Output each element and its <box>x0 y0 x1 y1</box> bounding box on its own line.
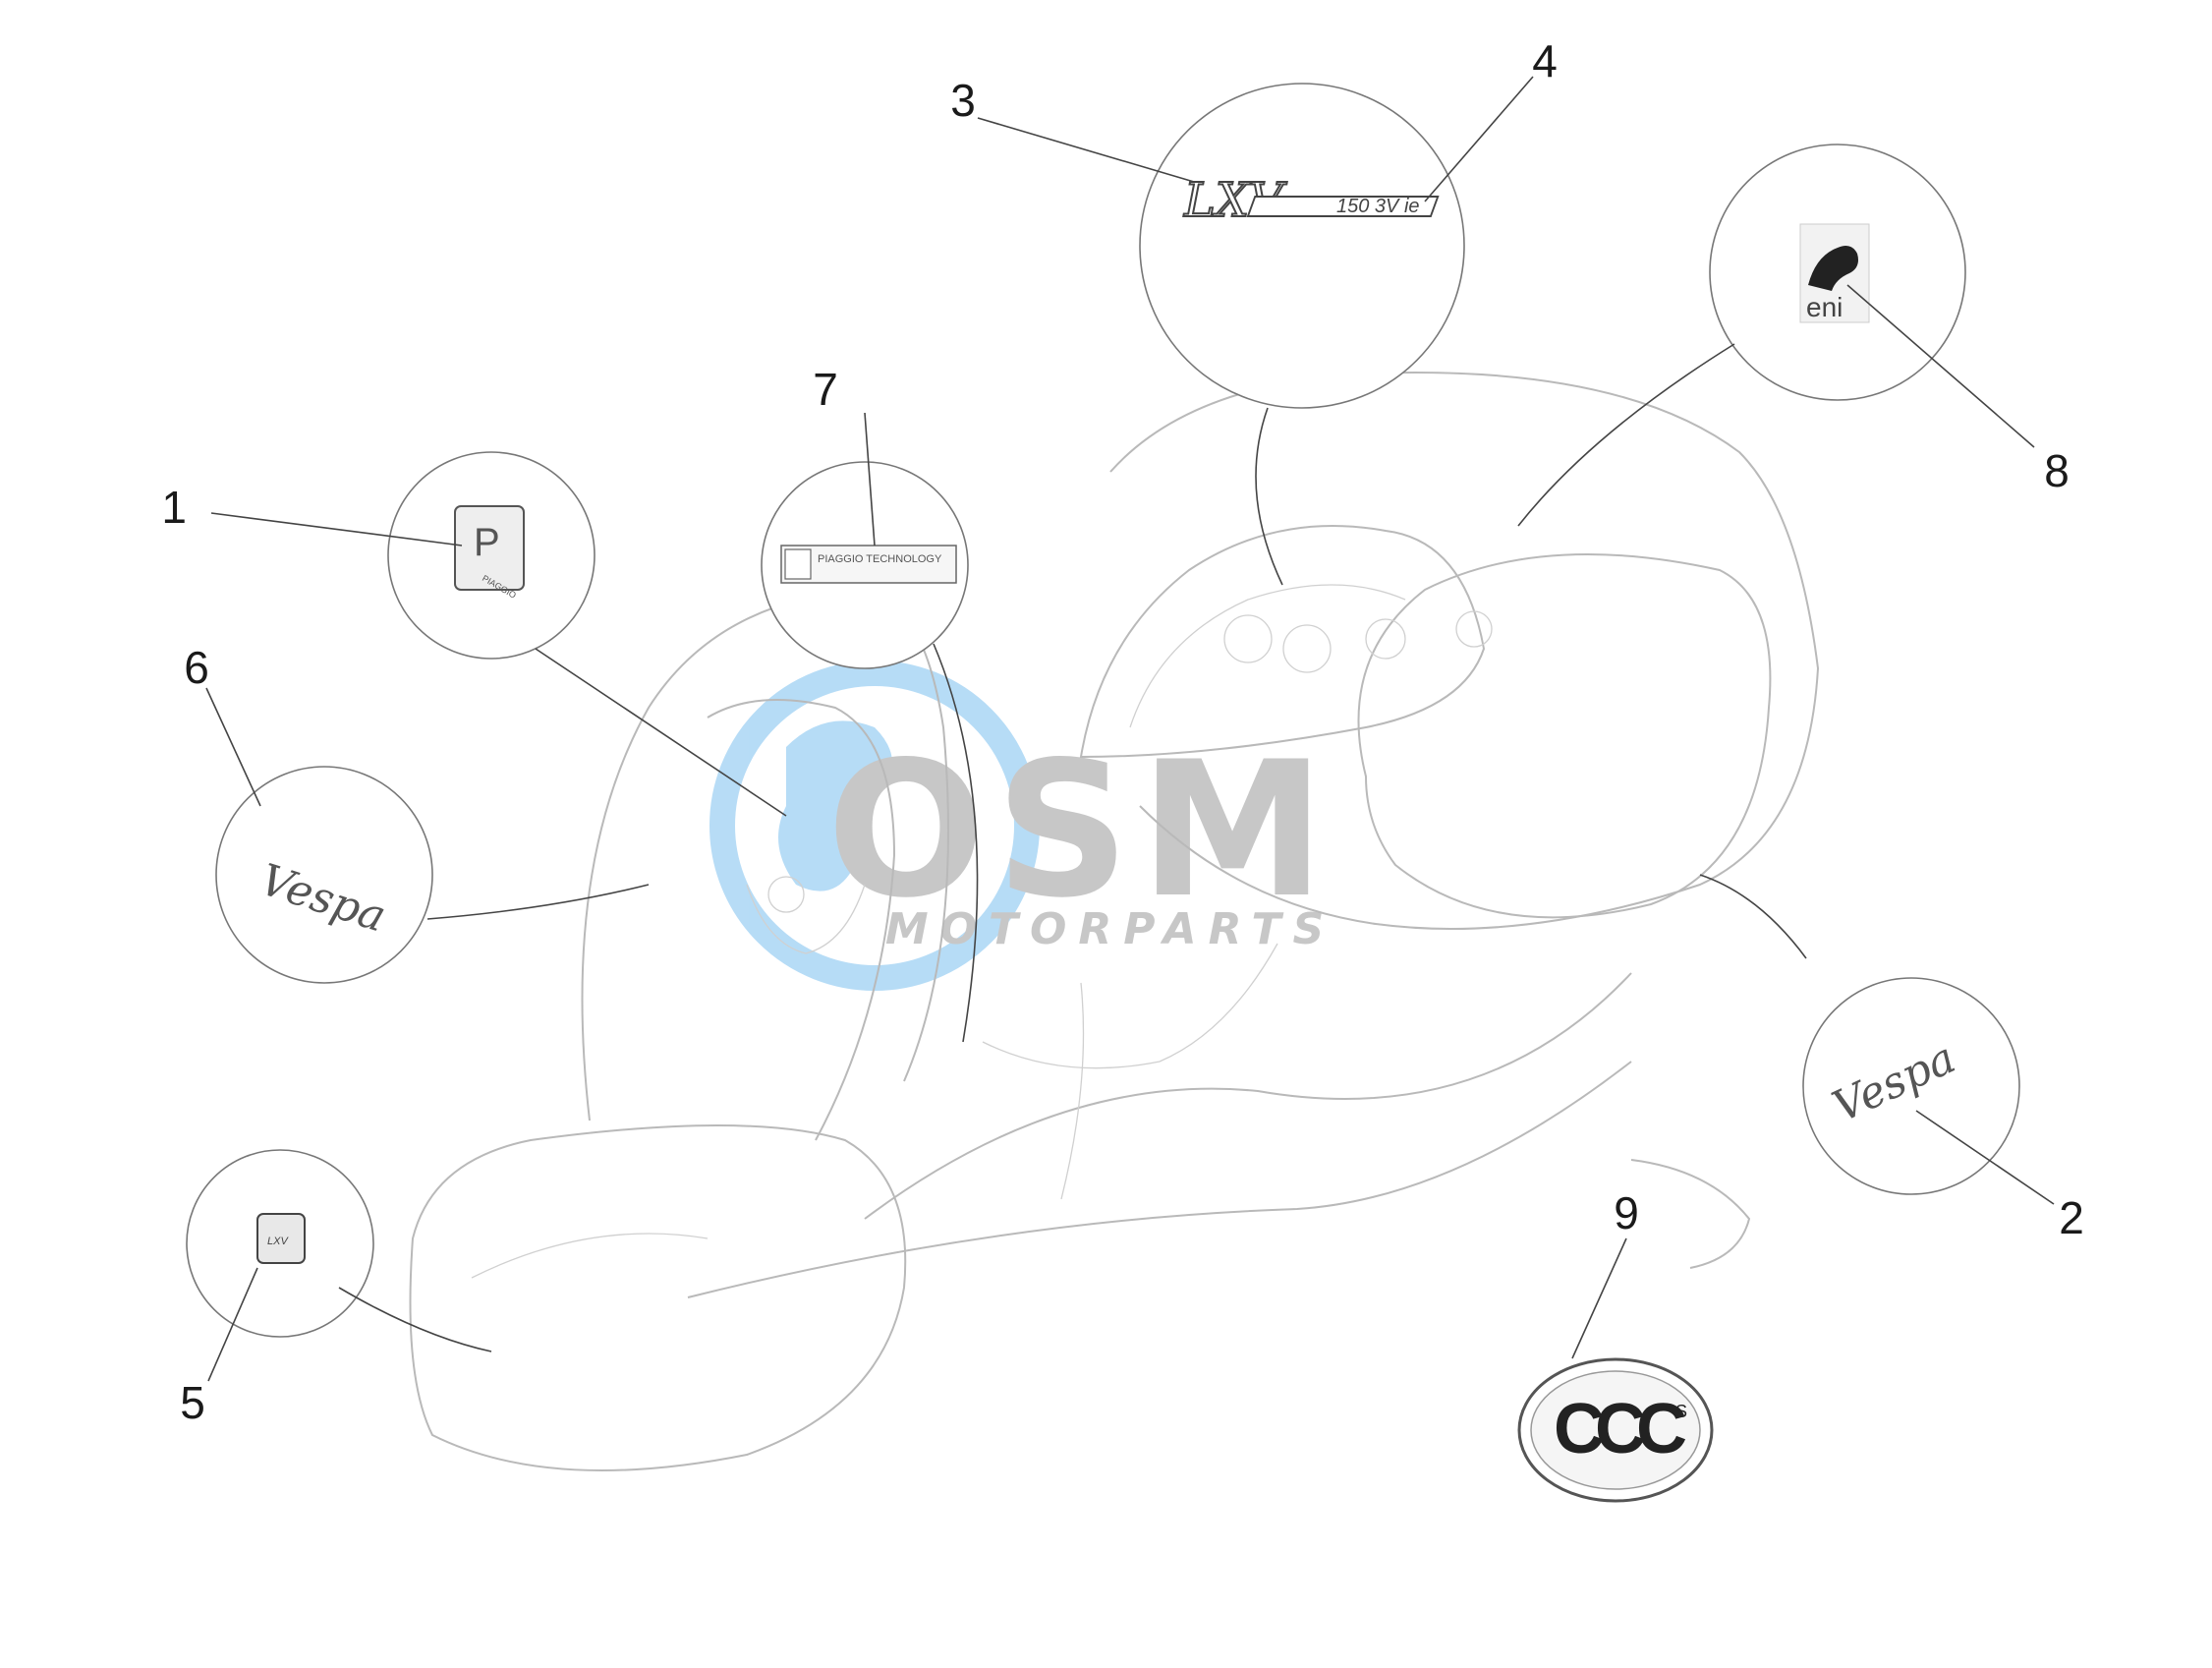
eni-dog-icon <box>1808 246 1858 291</box>
leader-7 <box>864 412 876 546</box>
bubble-8-pointer <box>1517 343 1735 527</box>
callout-5: 5 <box>180 1377 205 1428</box>
callout-9-group: CCC S 9 <box>1517 1187 1714 1503</box>
bubble-3-4 <box>1139 83 1465 409</box>
leader-9 <box>1571 1237 1627 1359</box>
callout-7: 7 <box>813 364 838 415</box>
callout-3: 3 <box>950 75 976 126</box>
callout-2-group: Vespa 2 <box>1699 874 2084 1243</box>
bubble-2-pointer <box>1699 874 1807 959</box>
small-badge: LXV <box>267 1236 289 1247</box>
piaggio-tech-text: PIAGGIO TECHNOLOGY <box>818 553 942 565</box>
callout-5-group: LXV 5 <box>180 1149 492 1428</box>
watermark-globe <box>709 661 1040 991</box>
watermark-continents <box>778 720 892 892</box>
small-badge-plate <box>256 1213 306 1264</box>
eni-text: eni <box>1806 292 1843 322</box>
callout-2: 2 <box>2059 1192 2084 1243</box>
piaggio-logo-plate <box>454 505 525 591</box>
ccc-suffix: S <box>1675 1402 1687 1421</box>
leader-5 <box>207 1267 258 1382</box>
callout-8: 8 <box>2044 445 2070 496</box>
piaggio-logo-letter: P <box>474 521 500 564</box>
bubble-2 <box>1802 977 2020 1195</box>
callout-1-group: P PIAGGIO 1 <box>161 451 787 817</box>
model-badge-bar <box>1246 196 1440 217</box>
leader-4 <box>1424 76 1534 202</box>
callout-8-group: eni 8 <box>1517 144 2070 527</box>
watermark: OSM MOTORPARTS <box>709 661 1335 991</box>
callout-7-group: PIAGGIO TECHNOLOGY 7 <box>761 364 979 1043</box>
scooter-body <box>409 372 1820 1471</box>
leader-8 <box>1846 284 2035 448</box>
bubble-7-pointer <box>933 643 979 1043</box>
piaggio-tech-logo <box>784 548 812 580</box>
leader-1 <box>210 512 463 546</box>
callout-6: 6 <box>184 642 209 693</box>
bubble-5-pointer <box>338 1287 492 1352</box>
model-badge: 150 3V ie <box>1336 196 1420 217</box>
bubble-6-pointer <box>426 884 650 920</box>
callout-6-group: Vespa 6 <box>184 642 650 984</box>
watermark-sub: MOTORPARTS <box>885 904 1335 954</box>
callout-1: 1 <box>161 482 187 533</box>
ccc-mark: CCC <box>1554 1390 1686 1468</box>
bubble-6 <box>215 766 433 984</box>
leader-2 <box>1915 1110 2055 1205</box>
watermark-brand: OSM <box>826 721 1334 939</box>
bubble-3-4-pointer <box>1255 407 1283 586</box>
leader-3 <box>977 117 1195 183</box>
callout-4: 4 <box>1532 35 1558 86</box>
leader-6 <box>205 687 261 807</box>
callout-3-4-group: LXV 150 3V ie 3 4 <box>950 35 1558 586</box>
callout-9: 9 <box>1614 1187 1639 1238</box>
ccc-sticker-inner <box>1530 1370 1701 1490</box>
bubble-1-pointer <box>535 648 787 817</box>
